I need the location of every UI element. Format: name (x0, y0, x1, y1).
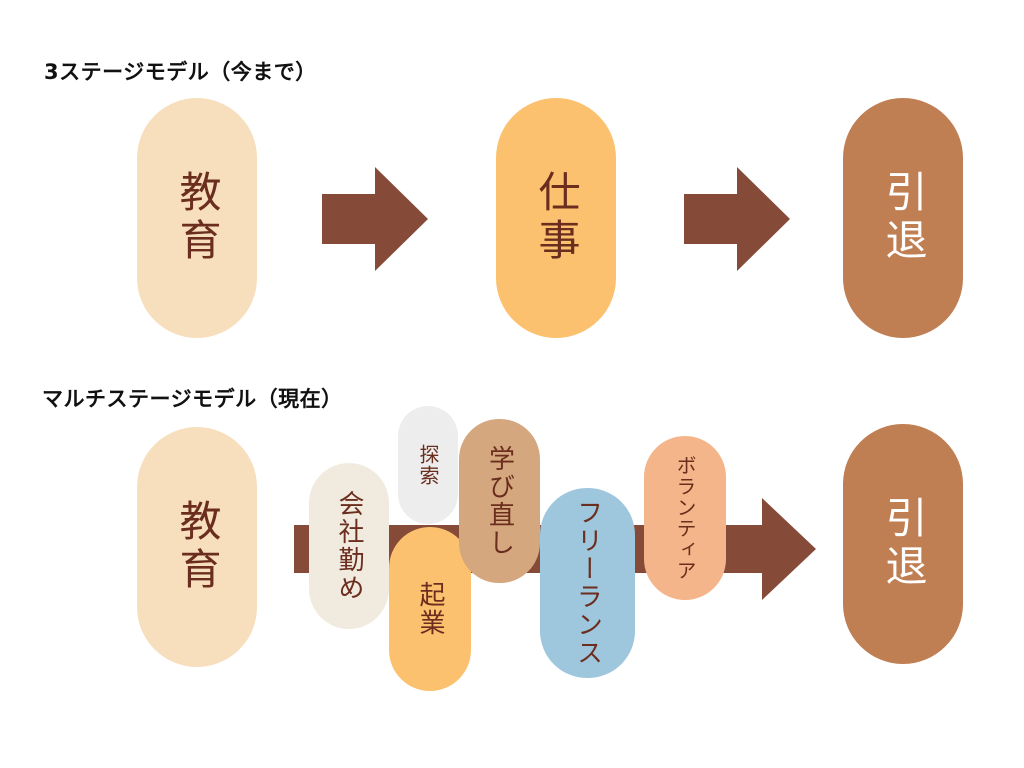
stage-retirement-label: 引退 (879, 170, 928, 266)
stage-retirement: 引退 (843, 98, 963, 338)
activity-freelance: フリーランス (540, 488, 635, 678)
activity-explore-label: 探索 (416, 444, 440, 486)
activity-freelance-label: フリーランス (572, 499, 603, 667)
three-stage-title: 3ステージモデル（今まで） (44, 60, 317, 84)
activity-relearn-label: 学び直し (484, 445, 515, 557)
stage-work-label: 仕事 (532, 170, 581, 266)
activity-startup: 起業 (389, 527, 471, 691)
stage-work: 仕事 (496, 98, 616, 338)
multi-stage-education: 教育 (137, 427, 257, 667)
activity-company-work-label: 会社勤め (334, 490, 364, 602)
multi-stage-retirement-label: 引退 (879, 496, 928, 592)
activity-volunteer-label: ボランティア (673, 455, 697, 581)
activity-startup-label: 起業 (415, 581, 445, 637)
activity-company-work: 会社勤め (309, 463, 389, 629)
arrow-education-to-work (322, 167, 428, 271)
activity-volunteer: ボランティア (644, 436, 726, 600)
stage-education-label: 教育 (173, 170, 222, 266)
multi-stage-retirement: 引退 (843, 424, 963, 664)
arrow-work-to-retirement (684, 167, 790, 271)
multi-stage-education-label: 教育 (173, 499, 222, 595)
activity-explore: 探索 (398, 406, 458, 524)
multi-stage-title: マルチステージモデル（現在） (42, 387, 343, 411)
activity-relearn: 学び直し (459, 419, 540, 583)
stage-education: 教育 (137, 98, 257, 338)
